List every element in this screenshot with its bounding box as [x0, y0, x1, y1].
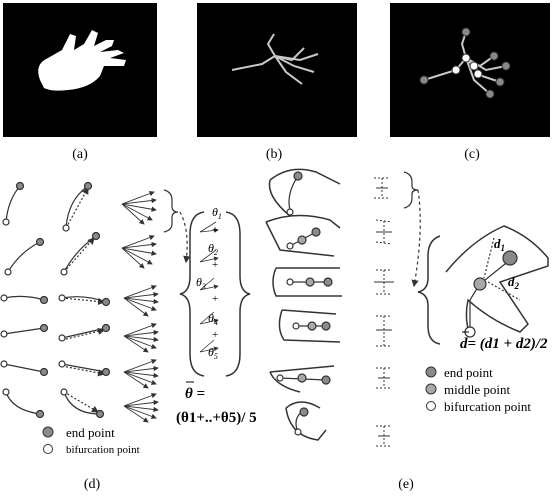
d-big-brace-right — [226, 212, 250, 376]
panel-b-background — [197, 3, 357, 137]
legend-e: end point middle point bifurcation point — [426, 365, 531, 414]
legend-d-bifurcation-dot — [44, 445, 53, 454]
theta-formula-rhs: (θ1+..+θ5)/ 5 — [176, 410, 257, 426]
svg-text:θ1: θ1 — [212, 205, 222, 221]
panel-d-label: (d) — [84, 477, 101, 492]
legend-e-end-label: end point — [444, 365, 493, 380]
e-large-end-dot — [503, 251, 517, 265]
svg-text:+: + — [212, 259, 218, 271]
distance-formula: d= (d1 + d2)/2 — [460, 336, 548, 352]
panel-b-label: (b) — [266, 147, 283, 162]
e-distance-markers — [374, 178, 394, 446]
svg-text:θ3: θ3 — [196, 275, 206, 291]
panel-a: (a) — [3, 3, 157, 162]
theta-labels: θ1 + θ2 + θ3 + θ4 + θ5 — [196, 205, 222, 361]
e-contours — [266, 169, 342, 440]
legend-e-bifurcation-label: bifurcation point — [444, 399, 531, 414]
svg-text:+: + — [212, 293, 218, 305]
panel-e-label: (e) — [398, 477, 414, 492]
legend-e-end-dot — [426, 367, 436, 377]
panel-b: (b) — [197, 3, 357, 162]
svg-text:+: + — [212, 224, 218, 236]
legend-d-bifurcation-label: bifurcation point — [66, 444, 140, 456]
theta-formula-lhs: θ = — [185, 386, 205, 402]
svg-text:θ2: θ2 — [208, 241, 218, 257]
legend-d-end-label: end point — [66, 425, 115, 440]
e-d1-measure — [484, 238, 494, 278]
legend-d-end-dot — [43, 427, 53, 437]
panel-c: (c) — [390, 3, 550, 162]
d-arrow-fans — [122, 192, 158, 422]
legend-e-middle-dot — [426, 384, 436, 394]
d-connector — [180, 212, 187, 262]
d-curves-col2 — [59, 183, 110, 418]
svg-text:θ5: θ5 — [208, 345, 218, 361]
svg-text:θ4: θ4 — [208, 311, 218, 327]
e-connector — [414, 190, 420, 286]
svg-text:+: + — [212, 329, 218, 341]
legend-e-bifurcation-dot — [427, 402, 436, 411]
e-large-middle-dot — [474, 278, 486, 290]
panel-c-label: (c) — [464, 147, 480, 162]
svg-text:d1: d1 — [494, 236, 505, 253]
d-curves-col1 — [1, 183, 48, 418]
e-large-stroke — [470, 260, 510, 330]
legend-d: end point bifurcation point — [43, 425, 140, 456]
e-small-brace — [404, 172, 418, 208]
legend-e-middle-label: middle point — [444, 382, 510, 397]
panel-a-label: (a) — [72, 147, 88, 162]
e-big-brace — [418, 236, 440, 344]
d-small-brace — [164, 190, 178, 232]
